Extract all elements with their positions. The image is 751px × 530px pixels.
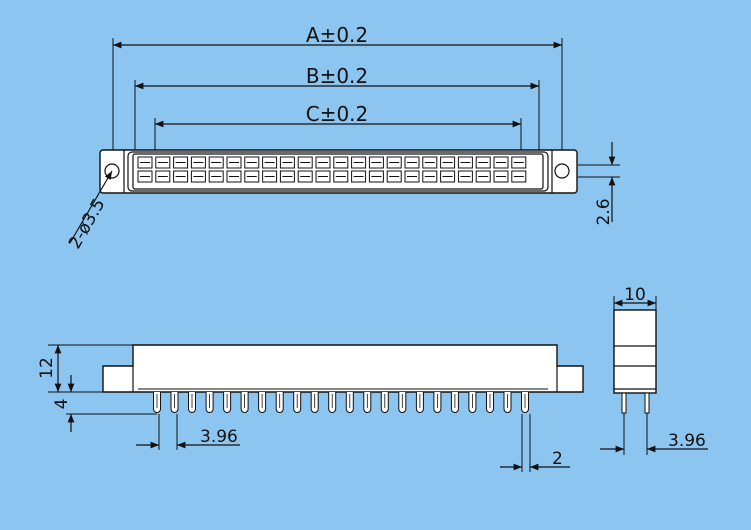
dimension-c-label: C±0.2 <box>306 102 369 126</box>
dimension-26-label: 2.6 <box>594 198 614 225</box>
pitch-label: 3.96 <box>200 427 238 447</box>
side-pitch-label: 3.96 <box>668 431 706 451</box>
front-view: 12 4 3.96 2 <box>37 344 584 472</box>
mounting-hole-right <box>554 163 570 179</box>
contact-array <box>137 156 527 183</box>
hole-callout-leader <box>69 170 113 244</box>
front-body <box>102 344 584 393</box>
front-pin-row <box>153 392 529 413</box>
side-pin-left <box>621 392 627 414</box>
top-view: A±0.2 B±0.2 C±0.2 2-ø3.5 2.6 <box>65 23 620 253</box>
connector-cavity-outline <box>132 153 544 190</box>
side-body <box>613 309 657 394</box>
side-pin-right <box>644 392 650 414</box>
dimension-12-label: 12 <box>37 357 57 379</box>
hole-callout-label: 2-ø3.5 <box>65 195 110 252</box>
side-view: 10 3.96 <box>600 285 708 455</box>
dimension-10-label: 10 <box>624 285 646 305</box>
dimension-4-label: 4 <box>52 399 72 410</box>
dimension-a-label: A±0.2 <box>306 23 368 47</box>
dimension-b-label: B±0.2 <box>306 64 368 88</box>
pin-width-label: 2 <box>552 449 563 469</box>
connector-housing-outline <box>127 151 549 192</box>
